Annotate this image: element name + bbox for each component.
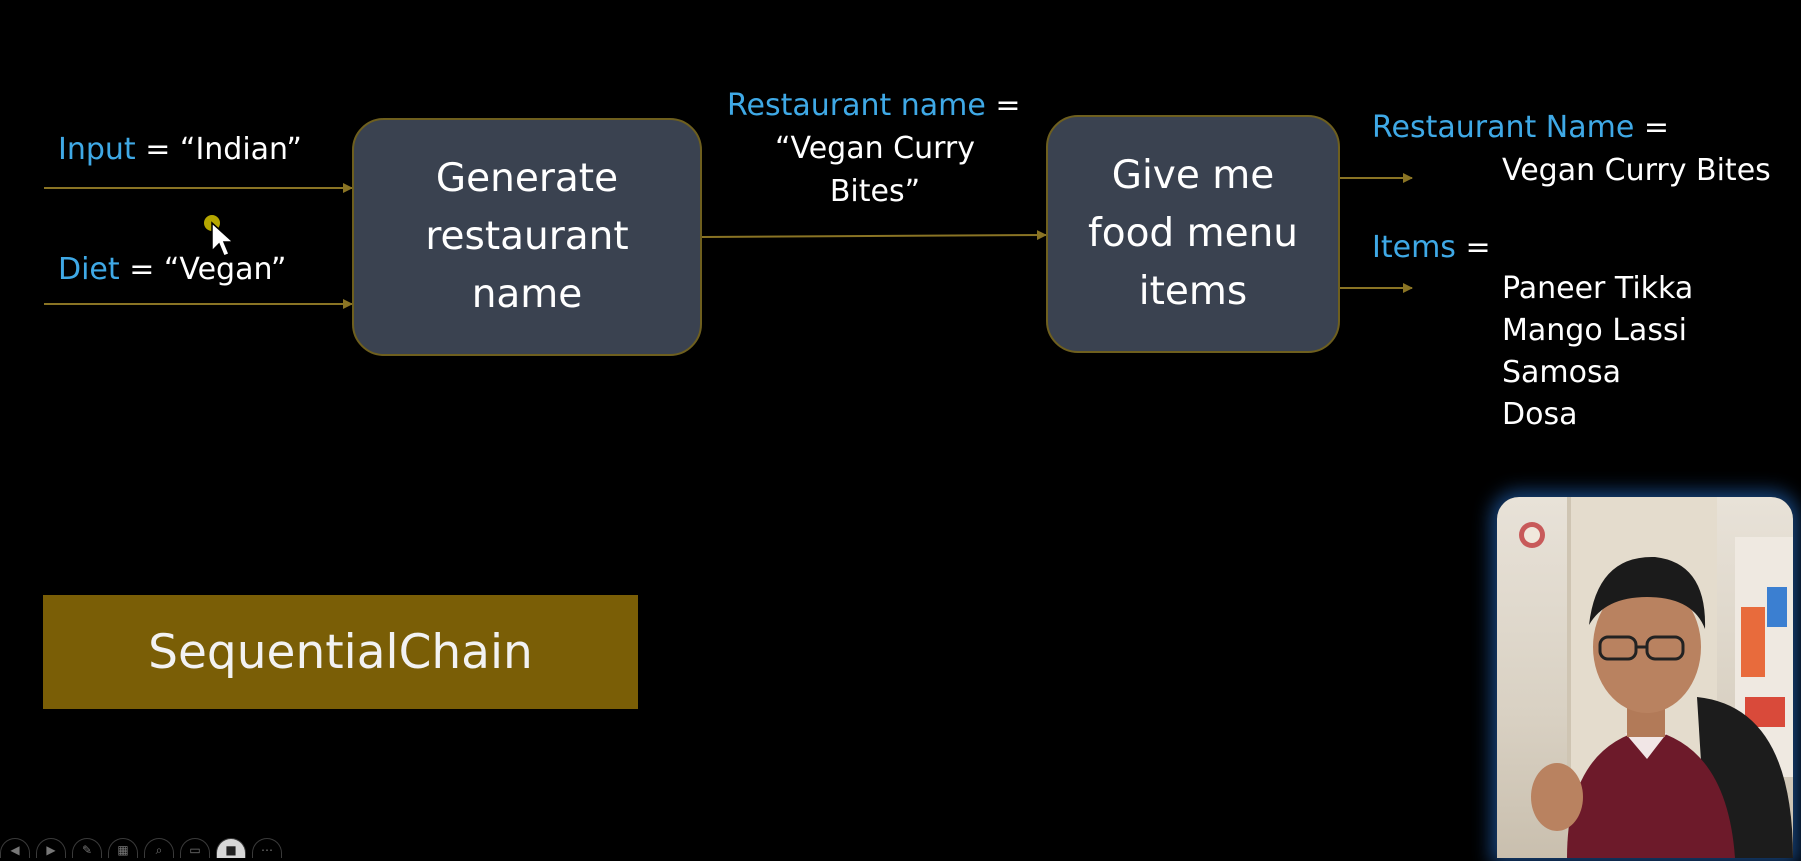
restaurant-name-label: Restaurant name = (727, 85, 1021, 127)
diet-key: Diet (58, 252, 120, 287)
presenter-webcam (1497, 497, 1793, 858)
pen-icon[interactable]: ✎ (72, 838, 102, 858)
food-menu-items-node: Give me food menu items (1046, 115, 1340, 353)
restaurant-name-eq: = (985, 88, 1021, 123)
output-name-label: Restaurant Name = (1372, 107, 1669, 149)
menu-node-label: Give me food menu items (1087, 153, 1299, 314)
input-value: = “Indian” (135, 132, 302, 167)
restaurant-name-value-line1: “Vegan Curry (774, 131, 976, 166)
output-items-eq: = (1455, 230, 1491, 265)
camera-icon[interactable]: ■ (216, 838, 246, 858)
zoom-icon[interactable]: ⌕ (144, 838, 174, 858)
list-item: Samosa (1502, 355, 1622, 390)
generate-node-label: Generate restaurant name (425, 156, 629, 317)
chain-arrow (701, 230, 1047, 241)
slides-grid-icon[interactable]: ▦ (108, 838, 138, 858)
output-items-key: Items (1372, 230, 1456, 265)
input-label: Input = “Indian” (58, 129, 302, 171)
restaurant-name-key: Restaurant name (727, 88, 986, 123)
prev-slide-icon[interactable]: ◀ (0, 838, 30, 858)
banner-label: SequentialChain (148, 624, 533, 680)
sequential-chain-banner: SequentialChain (43, 595, 638, 709)
slide-toolbar: ◀ ▶ ✎ ▦ ⌕ ▭ ■ ⋯ (0, 838, 300, 858)
diet-label: Diet = “Vegan” (58, 249, 286, 291)
more-options-icon[interactable]: ⋯ (252, 838, 282, 858)
output-name-eq: = (1634, 110, 1669, 145)
presenter-illustration (1519, 497, 1793, 858)
generate-restaurant-name-node: Generate restaurant name (352, 118, 702, 356)
mouse-pointer-icon (204, 215, 235, 257)
list-item: Dosa (1502, 397, 1578, 432)
list-item: Mango Lassi (1502, 313, 1687, 348)
next-slide-icon[interactable]: ▶ (36, 838, 66, 858)
output-items-list: Paneer Tikka Mango Lassi Samosa Dosa (1502, 268, 1693, 436)
subtitles-icon[interactable]: ▭ (180, 838, 210, 858)
output-items-label: Items = (1372, 227, 1491, 269)
input-key: Input (58, 132, 136, 167)
output-name-value: Vegan Curry Bites (1502, 153, 1771, 188)
diet-value: = “Vegan” (119, 252, 287, 287)
output-name-key: Restaurant Name (1372, 110, 1635, 145)
restaurant-name-value-line2: Bites” (829, 174, 921, 209)
list-item: Paneer Tikka (1502, 271, 1694, 306)
